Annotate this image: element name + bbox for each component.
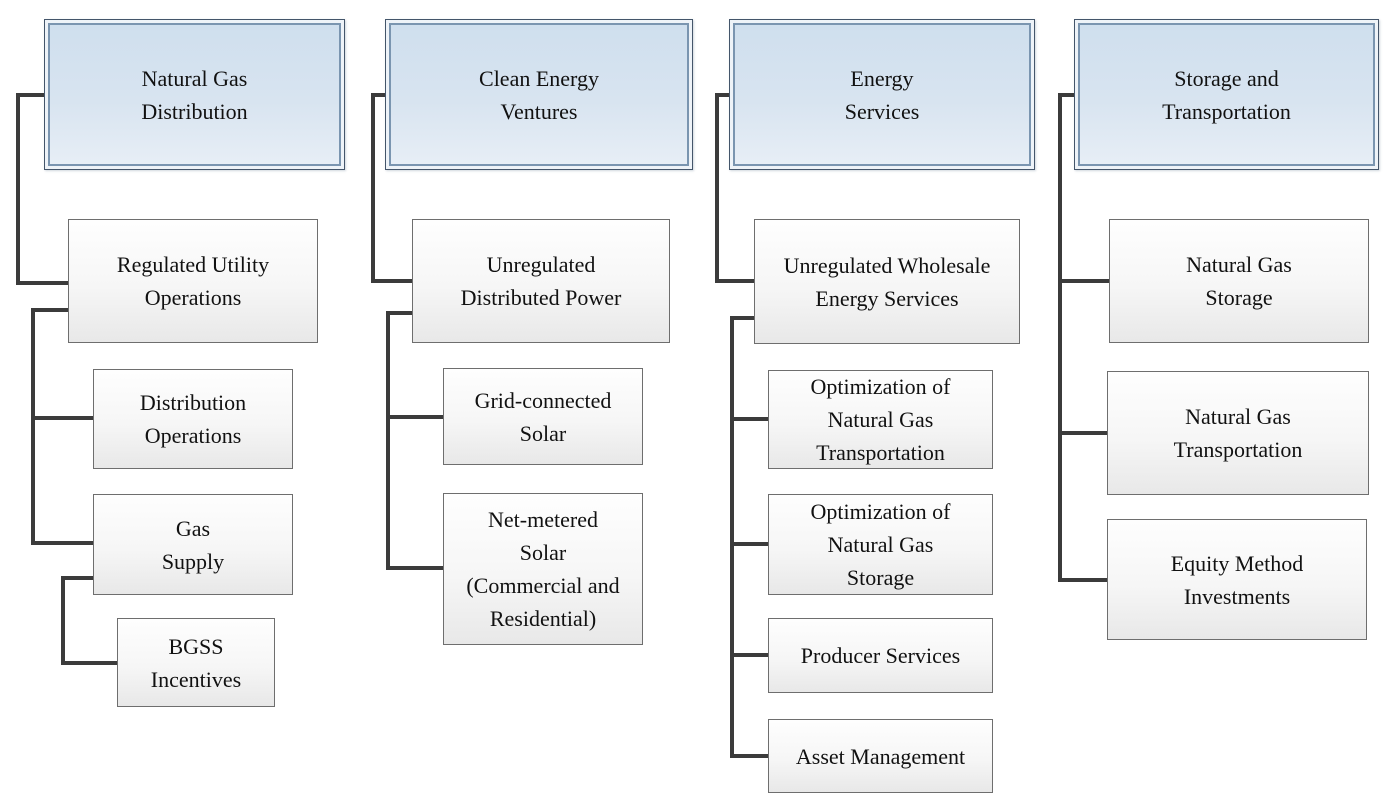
node-unregulated-distributed-power: Unregulated Distributed Power — [412, 219, 670, 343]
node-optimization-of-natural-gas-transportation: Optimization of Natural Gas Transportati… — [768, 370, 993, 469]
segment-header-inner: Storage and Transportation — [1078, 23, 1375, 166]
node-label: BGSS Incentives — [150, 633, 242, 692]
segment-header-natural-gas-distribution: Natural Gas Distribution — [44, 19, 345, 170]
node-label: Net-metered Solar (Commercial and Reside… — [466, 507, 620, 631]
segment-header-inner: Clean Energy Ventures — [389, 23, 689, 166]
node-label: Asset Management — [795, 743, 966, 769]
segment-header-inner: Energy Services — [733, 23, 1031, 166]
node-natural-gas-storage: Natural Gas Storage — [1109, 219, 1369, 343]
node-natural-gas-transportation: Natural Gas Transportation — [1107, 371, 1369, 495]
node-asset-management: Asset Management — [768, 719, 993, 793]
segment-header-label: Storage and Transportation — [1162, 65, 1291, 124]
node-label: Distribution Operations — [139, 390, 247, 448]
node-label: Natural Gas Transportation — [1173, 404, 1303, 462]
node-label: Equity Method Investments — [1170, 550, 1304, 609]
node-label: Optimization of Natural Gas Transportati… — [810, 374, 951, 465]
node-equity-method-investments: Equity Method Investments — [1107, 519, 1367, 640]
node-net-metered-solar: Net-metered Solar (Commercial and Reside… — [443, 493, 643, 645]
node-unregulated-wholesale-energy-services: Unregulated Wholesale Energy Services — [754, 219, 1020, 344]
segment-header-storage-and-transportation: Storage and Transportation — [1074, 19, 1379, 170]
connector-regulated-utility-operations-trunk — [31, 308, 93, 545]
node-label: Unregulated Distributed Power — [460, 252, 622, 310]
segment-header-clean-energy-ventures: Clean Energy Ventures — [385, 19, 693, 170]
node-label: Regulated Utility Operations — [116, 252, 270, 310]
node-distribution-operations: Distribution Operations — [93, 369, 293, 469]
connector-unregulated-wholesale-trunk — [730, 316, 768, 758]
node-label: Gas Supply — [161, 515, 225, 574]
node-label: Unregulated Wholesale Energy Services — [783, 252, 991, 311]
segment-header-energy-services: Energy Services — [729, 19, 1035, 170]
segment-header-label: Energy Services — [844, 65, 920, 124]
node-label: Producer Services — [800, 643, 961, 668]
connector-unregulated-distributed-power-trunk — [386, 311, 443, 570]
node-producer-services: Producer Services — [768, 618, 993, 693]
node-optimization-of-natural-gas-storage: Optimization of Natural Gas Storage — [768, 494, 993, 595]
node-gas-supply: Gas Supply — [93, 494, 293, 595]
node-label: Natural Gas Storage — [1186, 252, 1292, 310]
segment-header-label: Clean Energy Ventures — [479, 65, 599, 124]
node-grid-connected-solar: Grid-connected Solar — [443, 368, 643, 465]
node-label: Grid-connected Solar — [474, 387, 612, 446]
node-bgss-incentives: BGSS Incentives — [117, 618, 275, 707]
node-label: Optimization of Natural Gas Storage — [810, 499, 951, 590]
segment-header-inner: Natural Gas Distribution — [48, 23, 341, 166]
node-regulated-utility-operations: Regulated Utility Operations — [68, 219, 318, 343]
segment-header-label: Natural Gas Distribution — [141, 65, 248, 124]
